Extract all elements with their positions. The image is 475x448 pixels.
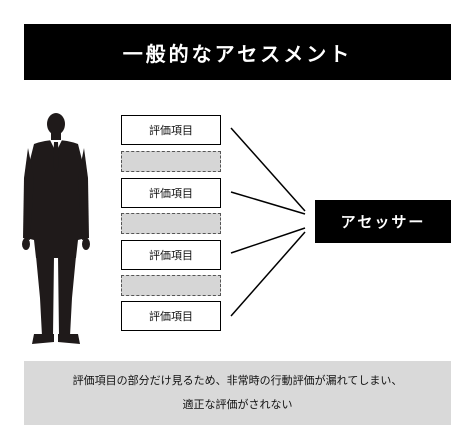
- evaluation-item-1: 評価項目: [121, 115, 221, 145]
- note-line-1: 評価項目の部分だけ見るため、非常時の行動評価が漏れてしまい、: [72, 374, 403, 387]
- connector-line-2: [230, 191, 306, 215]
- evaluation-gap-1: [121, 151, 221, 172]
- evaluation-item-3: 評価項目: [121, 240, 221, 270]
- assessor-box: アセッサー: [315, 200, 451, 243]
- connector-line-3: [230, 227, 306, 254]
- note-box: 評価項目の部分だけ見るため、非常時の行動評価が漏れてしまい、 適正な評価がされな…: [24, 361, 451, 425]
- page-title: 一般的なアセスメント: [122, 41, 353, 66]
- assessor-label: アセッサー: [340, 213, 426, 231]
- businessman-silhouette-icon: [22, 113, 90, 344]
- title-bar: 一般的なアセスメント: [24, 24, 451, 80]
- evaluation-item-2: 評価項目: [121, 178, 221, 208]
- evaluation-item-label: 評価項目: [149, 124, 193, 137]
- connector-line-4: [230, 231, 306, 317]
- evaluation-item-label: 評価項目: [149, 187, 193, 200]
- evaluation-item-4: 評価項目: [121, 301, 221, 331]
- connector-line-1: [230, 127, 306, 212]
- evaluation-gap-2: [121, 213, 221, 234]
- evaluation-item-label: 評価項目: [149, 249, 193, 262]
- evaluation-item-label: 評価項目: [149, 310, 193, 323]
- evaluation-gap-3: [121, 275, 221, 296]
- note-line-2: 適正な評価がされない: [182, 398, 293, 411]
